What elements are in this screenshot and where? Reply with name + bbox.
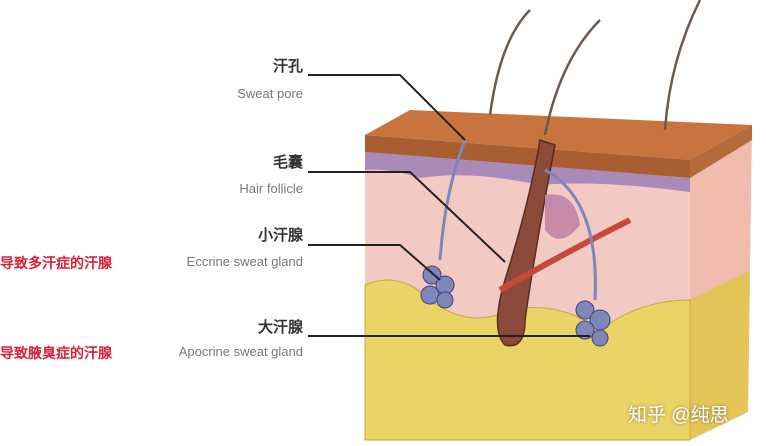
basal-layer — [365, 152, 690, 192]
skin-surface — [365, 110, 752, 160]
label-eccrine-zh: 小汗腺 — [257, 227, 303, 244]
side-epidermis — [690, 125, 752, 178]
label-sweat-pore-zh: 汗孔 — [272, 58, 303, 75]
leader-lines — [308, 74, 590, 337]
sebaceous-gland — [545, 194, 580, 239]
label-hair-follicle-en: Hair follicle — [239, 181, 303, 196]
label-hair-follicle-zh: 毛囊 — [272, 154, 303, 171]
hair-shaft — [488, 0, 702, 136]
eccrine-sweat-gland — [420, 265, 455, 309]
label-apocrine-en: Apocrine sweat gland — [178, 344, 303, 359]
label-eccrine-note: 导致多汗症的汗腺 — [0, 255, 112, 271]
hair-follicle — [496, 139, 556, 347]
eccrine-duct — [438, 139, 467, 261]
apocrine-duct — [544, 168, 597, 301]
label-apocrine-note: 导致腋臭症的汗腺 — [0, 345, 112, 361]
arrector-muscle — [498, 217, 632, 293]
watermark: 知乎 @纯思 — [628, 405, 729, 426]
label-sweat-pore-en: Sweat pore — [237, 86, 303, 101]
label-apocrine-zh: 大汗腺 — [257, 319, 303, 336]
label-eccrine-en: Eccrine sweat gland — [186, 254, 303, 269]
apocrine-sweat-gland — [575, 300, 611, 347]
side-fat — [690, 270, 750, 440]
epidermis — [365, 135, 690, 178]
